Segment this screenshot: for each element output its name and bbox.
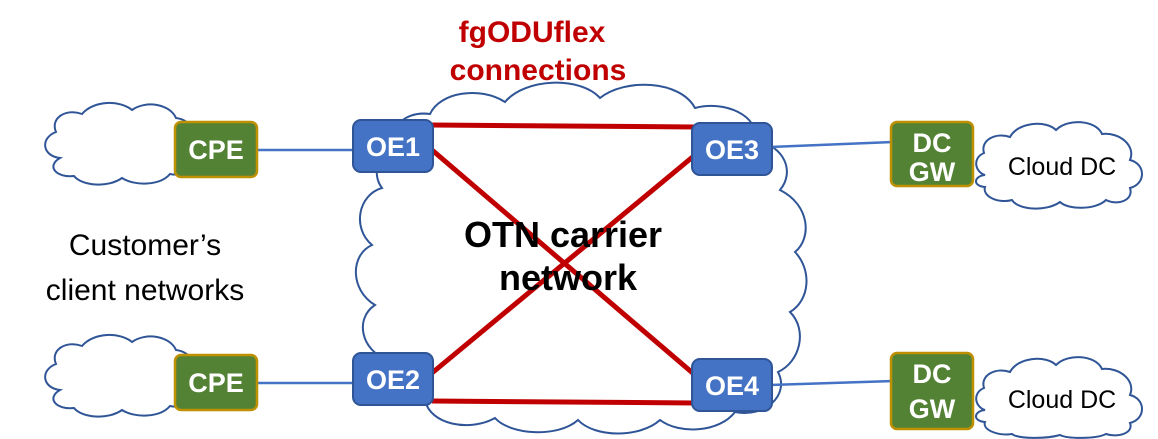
oe3-label: OE3	[705, 135, 759, 165]
connection-oe1-oe3	[431, 122, 696, 130]
cpe-node-bottom[interactable]: CPE	[173, 353, 259, 412]
customer-cloud-top	[44, 102, 195, 186]
otn-network-label-line2: network	[499, 257, 638, 298]
cloud-dc-bottom-label: Cloud DC	[1008, 386, 1116, 414]
diagram-title-line1: fgODUflex	[459, 16, 606, 49]
oe2-node[interactable]: OE2	[352, 352, 434, 406]
oe1-label: OE1	[366, 132, 420, 162]
customer-label-line1: Customer’s	[69, 229, 221, 262]
oe1-node[interactable]: OE1	[352, 119, 434, 173]
customer-label-line2: client networks	[46, 274, 244, 307]
link-oe4-dcgw-bottom	[769, 379, 894, 387]
cpe-top-label: CPE	[188, 135, 244, 165]
oe2-label: OE2	[366, 365, 420, 395]
dcgw-bottom-line1: DC	[913, 359, 952, 389]
oe4-label: OE4	[705, 371, 759, 401]
connection-oe2-oe3	[430, 153, 697, 375]
oe3-node[interactable]: OE3	[691, 122, 773, 176]
link-oe3-dcgw-top	[769, 140, 894, 149]
cloud-dc-top-cloud	[975, 121, 1143, 210]
dcgw-node-top[interactable]: DC GW	[889, 120, 975, 188]
cpe-node-top[interactable]: CPE	[173, 120, 259, 179]
cpe-bottom-label: CPE	[188, 368, 244, 398]
diagram-title-line2: connections	[450, 54, 627, 87]
cloud-dc-bottom-cloud	[975, 356, 1143, 439]
otn-network-label-line1: OTN carrier	[464, 214, 662, 255]
dcgw-bottom-line2: GW	[909, 394, 956, 424]
customer-cloud-bottom	[44, 334, 195, 418]
dcgw-top-line2: GW	[909, 157, 956, 187]
cloud-dc-top-label: Cloud DC	[1008, 153, 1116, 181]
dcgw-top-line1: DC	[913, 128, 952, 158]
dcgw-node-bottom[interactable]: DC GW	[889, 351, 975, 431]
oe4-node[interactable]: OE4	[691, 358, 773, 412]
connection-oe2-oe4	[431, 398, 696, 406]
